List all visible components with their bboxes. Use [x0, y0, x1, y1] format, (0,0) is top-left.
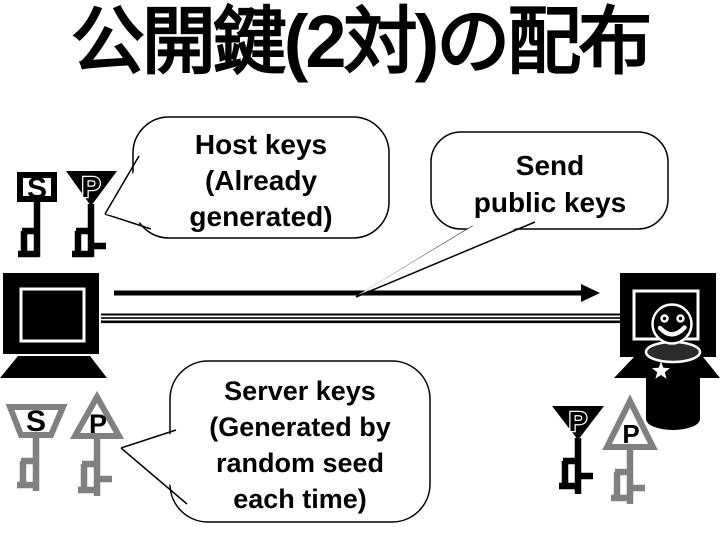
transfer-arrow-icon — [114, 284, 600, 302]
host-public-key-icon: P — [66, 171, 117, 258]
user-body-bottom — [646, 408, 700, 430]
user-figure-icon — [644, 303, 702, 430]
key-letter-p: P — [622, 419, 639, 449]
server-keys-bubble-text: Server keys (Generated by random seed ea… — [209, 376, 391, 514]
key-letter-s: S — [26, 405, 46, 438]
send-public-keys-bubble — [355, 131, 669, 298]
key-letter-p: P — [81, 172, 100, 204]
key-shaft — [72, 204, 106, 258]
key-letter-s: S — [27, 172, 47, 205]
bubble-tail-fill — [124, 431, 189, 500]
key-shaft — [559, 438, 593, 494]
user-pupil — [678, 316, 683, 321]
arrow-head — [581, 284, 600, 302]
server-secret-key-icon: S — [5, 404, 68, 491]
key-head — [552, 406, 604, 440]
cable-line — [101, 313, 622, 316]
bubble-body — [430, 131, 669, 230]
key-shaft — [611, 447, 645, 504]
received-server-public-key-icon: P — [602, 394, 658, 504]
host-keys-bubble-text: Host keys (Already generated) — [189, 129, 333, 232]
key-head — [5, 404, 68, 438]
key-head — [17, 172, 57, 202]
key-shaft — [17, 435, 40, 491]
monitor-screen — [19, 287, 86, 343]
user-head — [651, 303, 693, 345]
slide-title: 公開鍵(2対)の配布 — [70, 0, 652, 83]
user-shoulders — [644, 340, 702, 364]
cable-line — [101, 320, 622, 324]
host-secret-key-icon: S — [17, 172, 57, 258]
bubble-tail-outline — [120, 429, 188, 505]
key-shaft — [18, 202, 41, 258]
bubble-tail-fill — [106, 161, 149, 225]
key-letter-p: P — [569, 406, 588, 437]
key-shaft — [78, 436, 112, 496]
star-icon — [652, 361, 670, 379]
server-public-key-icon: P — [69, 390, 125, 496]
server-computer-icon — [0, 273, 107, 378]
bubble-tail-fill — [358, 221, 533, 295]
send-public-keys-bubble-text: Send public keys — [473, 150, 627, 218]
monitor-base — [0, 356, 107, 378]
bubble-tail-outline — [104, 155, 152, 230]
host-keys-bubble — [104, 116, 390, 239]
user-smile — [657, 325, 687, 337]
network-cable-lines — [101, 313, 622, 324]
server-keys-bubble — [120, 360, 431, 523]
key-head — [66, 171, 117, 206]
key-letter-p: P — [89, 409, 107, 439]
cable-line — [101, 317, 622, 319]
user-pupil — [662, 316, 667, 321]
received-host-public-key-icon: P — [552, 405, 604, 494]
